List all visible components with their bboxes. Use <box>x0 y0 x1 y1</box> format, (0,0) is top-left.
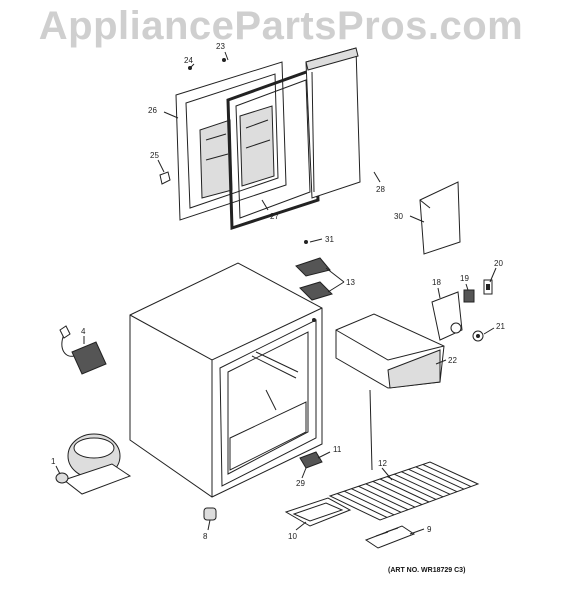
door-outer-panel[interactable] <box>305 47 361 199</box>
callout-23: 23 <box>216 42 225 51</box>
shelf-wire <box>372 480 423 506</box>
freezer-knob[interactable] <box>472 330 484 342</box>
art-number: (ART NO. WR18729 C3) <box>388 567 465 574</box>
callout-13: 13 <box>346 278 355 287</box>
callout-4: 4 <box>81 327 86 336</box>
freezer-door[interactable] <box>335 313 445 389</box>
door-stop-clip[interactable] <box>159 171 171 185</box>
callout-24: 24 <box>184 56 193 65</box>
callout-31: 31 <box>325 235 334 244</box>
callout-28: 28 <box>376 185 385 194</box>
hinge-screw[interactable] <box>304 240 308 244</box>
door-gasket[interactable] <box>226 67 320 231</box>
callout-18: 18 <box>432 278 441 287</box>
compressor-grommet[interactable] <box>55 472 69 484</box>
shelf-wire <box>351 488 402 513</box>
wire-shelf[interactable] <box>328 461 480 521</box>
callout-22: 22 <box>448 356 457 365</box>
freezer-latch[interactable] <box>463 289 475 303</box>
callout-10: 10 <box>288 532 297 541</box>
shelf-wire <box>344 490 395 516</box>
relay-overload[interactable] <box>59 325 107 375</box>
leveling-leg[interactable] <box>203 507 217 521</box>
callout-1: 1 <box>51 457 56 466</box>
shelf-wire <box>408 468 458 493</box>
shelf-wire <box>336 493 388 518</box>
owners-manual[interactable] <box>419 181 461 255</box>
compressor[interactable] <box>62 433 132 495</box>
shelf-wire <box>422 463 472 488</box>
freezer-bracket[interactable] <box>431 291 463 341</box>
shelf-wire <box>358 485 409 511</box>
shelf-wire <box>365 483 416 508</box>
callout-20: 20 <box>494 259 503 268</box>
door-inner-panel[interactable] <box>175 61 287 221</box>
shelf-wire <box>401 471 451 495</box>
callout-11: 11 <box>333 445 342 454</box>
thermostat[interactable] <box>299 389 373 471</box>
callout-21: 21 <box>496 322 505 331</box>
callout-9: 9 <box>427 525 432 534</box>
callout-26: 26 <box>148 106 157 115</box>
shelf-wire <box>386 476 437 500</box>
callout-8: 8 <box>203 532 208 541</box>
shelf-wire <box>379 478 430 503</box>
shelf-wire <box>394 473 444 498</box>
hinge-assembly[interactable] <box>295 257 333 301</box>
freezer-hinge-pin[interactable] <box>483 279 493 295</box>
callout-30: 30 <box>394 212 403 221</box>
callout-25: 25 <box>150 151 159 160</box>
callout-19: 19 <box>460 274 469 283</box>
callout-12: 12 <box>378 459 387 468</box>
callout-labels: 23 24 26 25 27 28 30 31 13 18 19 20 21 2… <box>51 42 505 574</box>
cabinet[interactable] <box>129 262 323 498</box>
watermark: AppliancePartsPros.com <box>38 4 524 48</box>
drip-tray[interactable] <box>284 497 352 527</box>
shelf-wire <box>415 466 465 490</box>
callout-29: 29 <box>296 479 305 488</box>
callout-27: 27 <box>270 212 279 221</box>
leader-lines <box>55 51 497 535</box>
ice-tray[interactable] <box>364 525 416 549</box>
